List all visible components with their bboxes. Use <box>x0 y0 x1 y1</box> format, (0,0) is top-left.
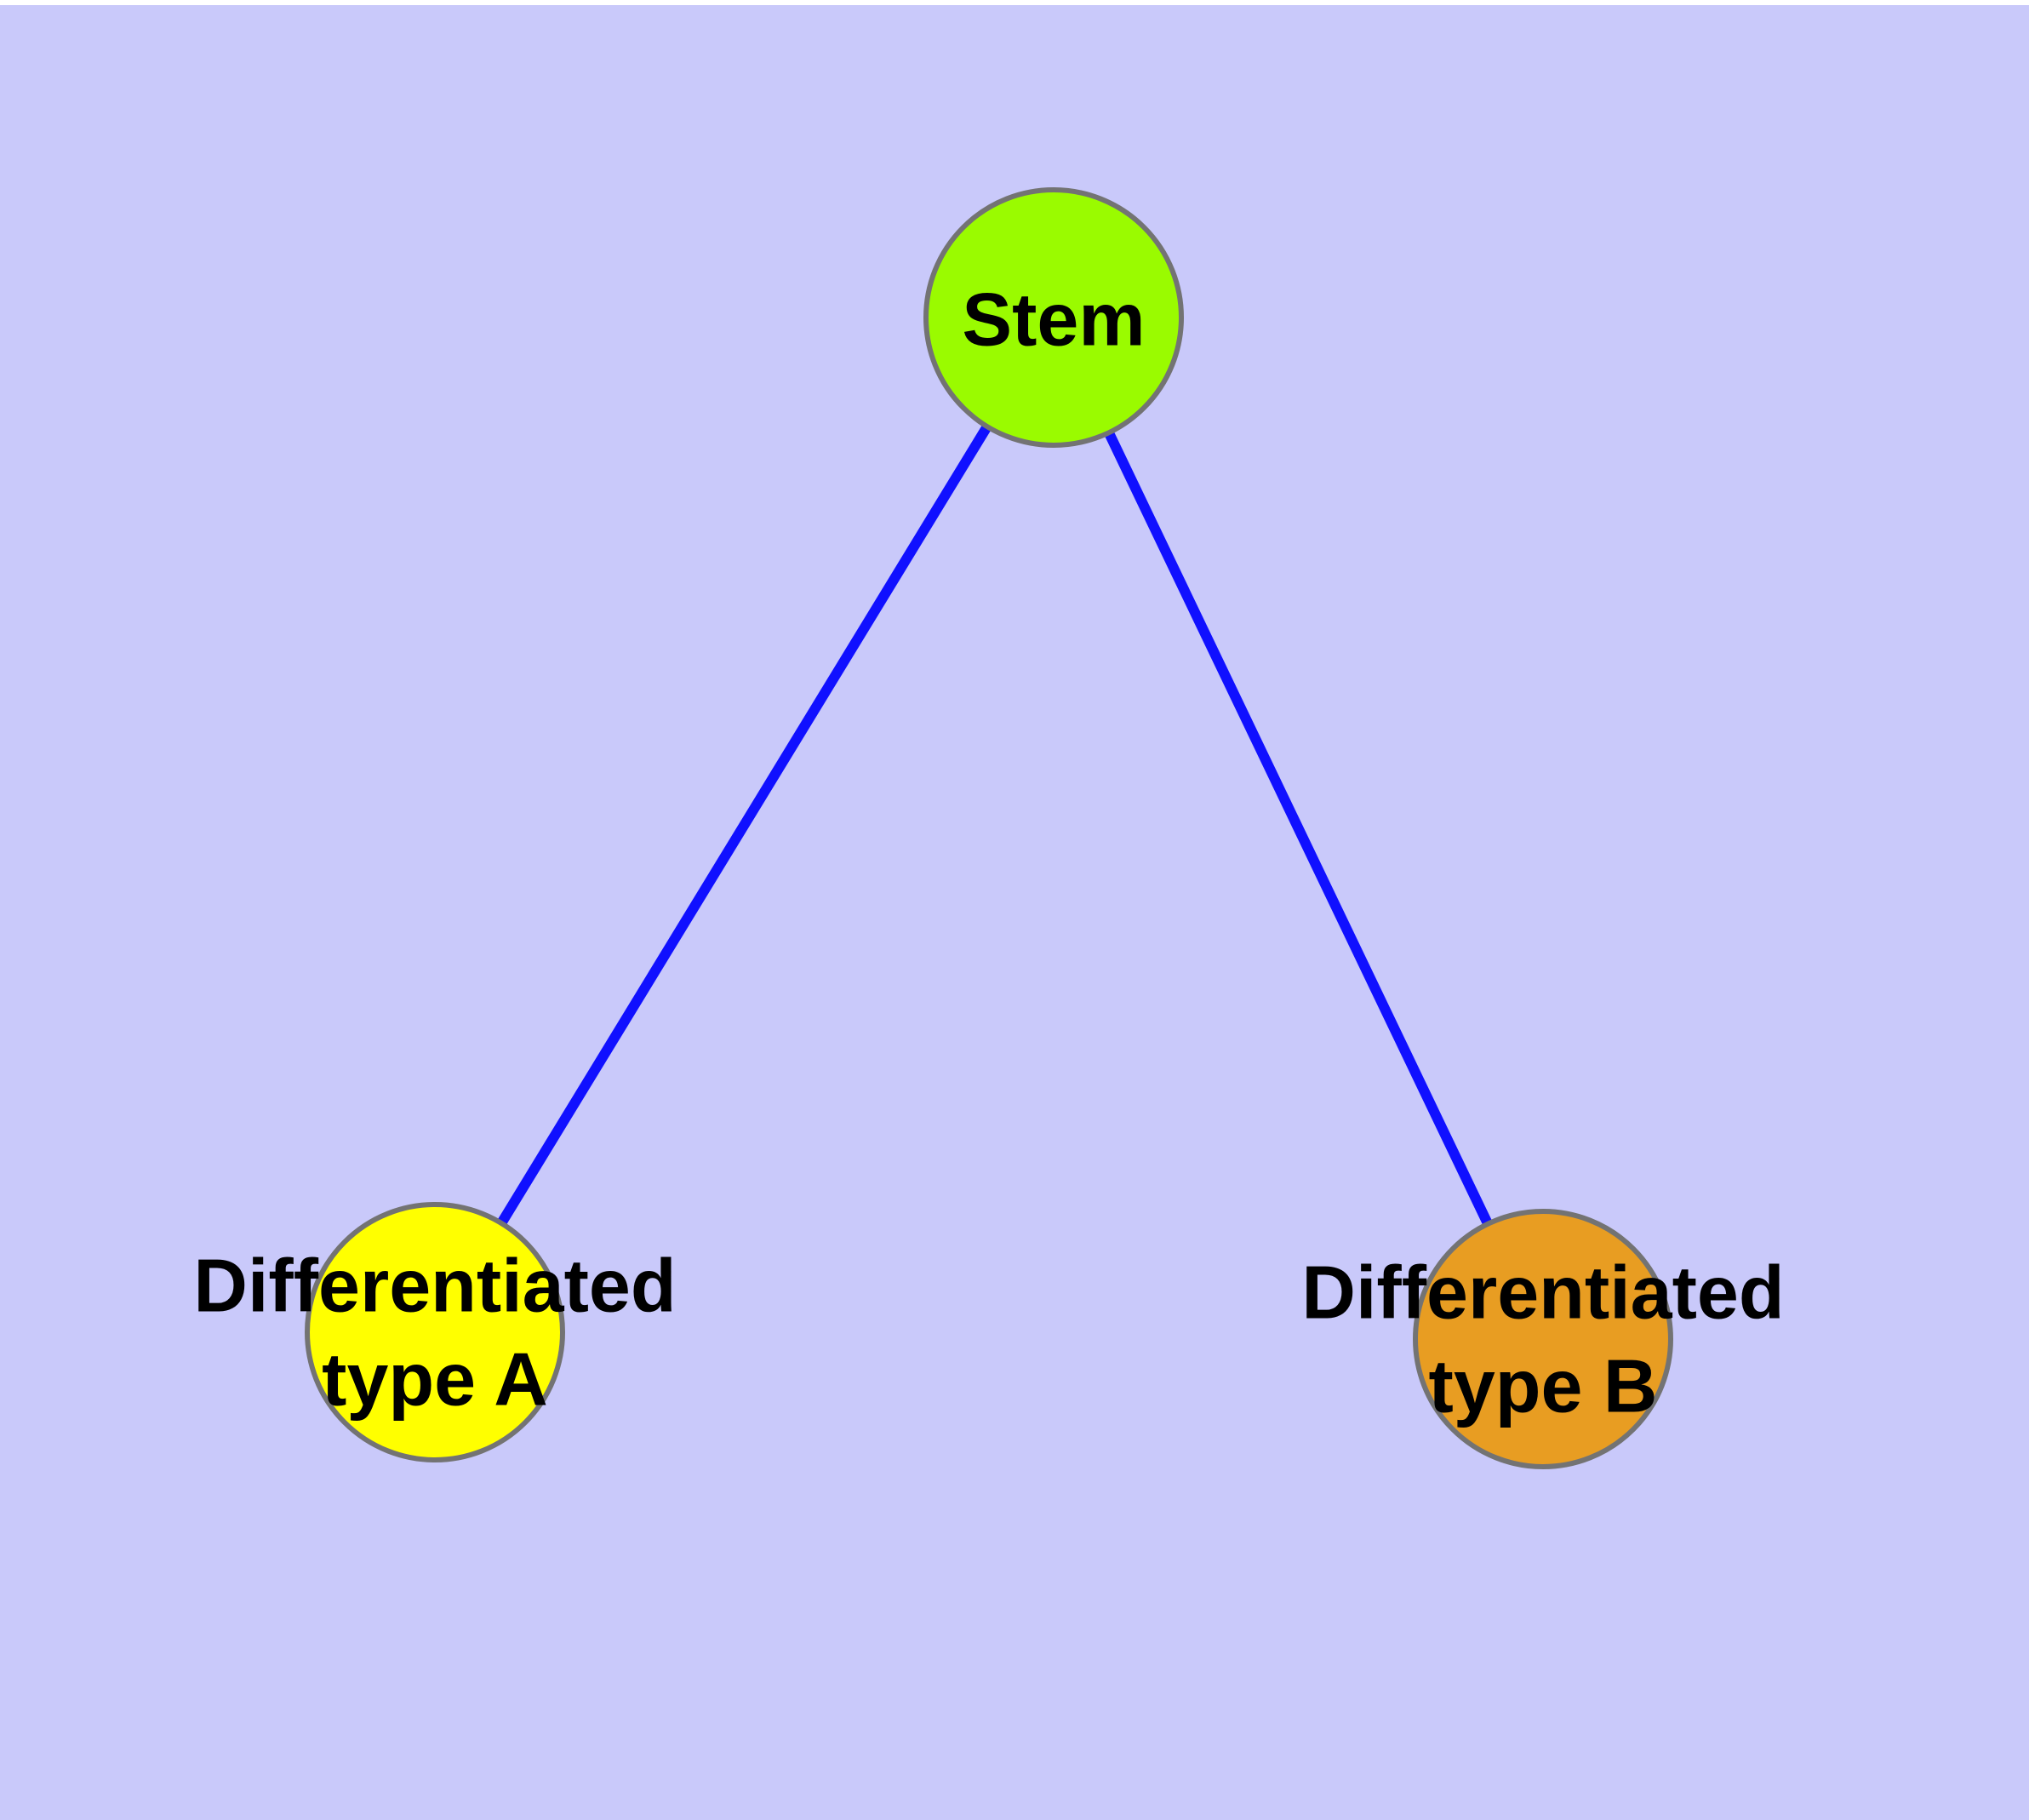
node-stem <box>923 187 1184 448</box>
node-type-b-label-line2: type B <box>1429 1344 1658 1428</box>
node-differentiated-type-b <box>1413 1209 1673 1469</box>
node-type-a-label-line1: Differentiated <box>193 1244 676 1328</box>
edge-stem-to-type-b <box>1049 315 1548 1342</box>
edge-stem-to-type-a <box>430 314 1059 1336</box>
node-differentiated-type-a <box>305 1202 565 1462</box>
node-type-a-label-line2: type A <box>322 1337 548 1422</box>
node-stem-label: Stem <box>962 278 1145 362</box>
node-type-b-label-line1: Differentiated <box>1301 1251 1784 1335</box>
